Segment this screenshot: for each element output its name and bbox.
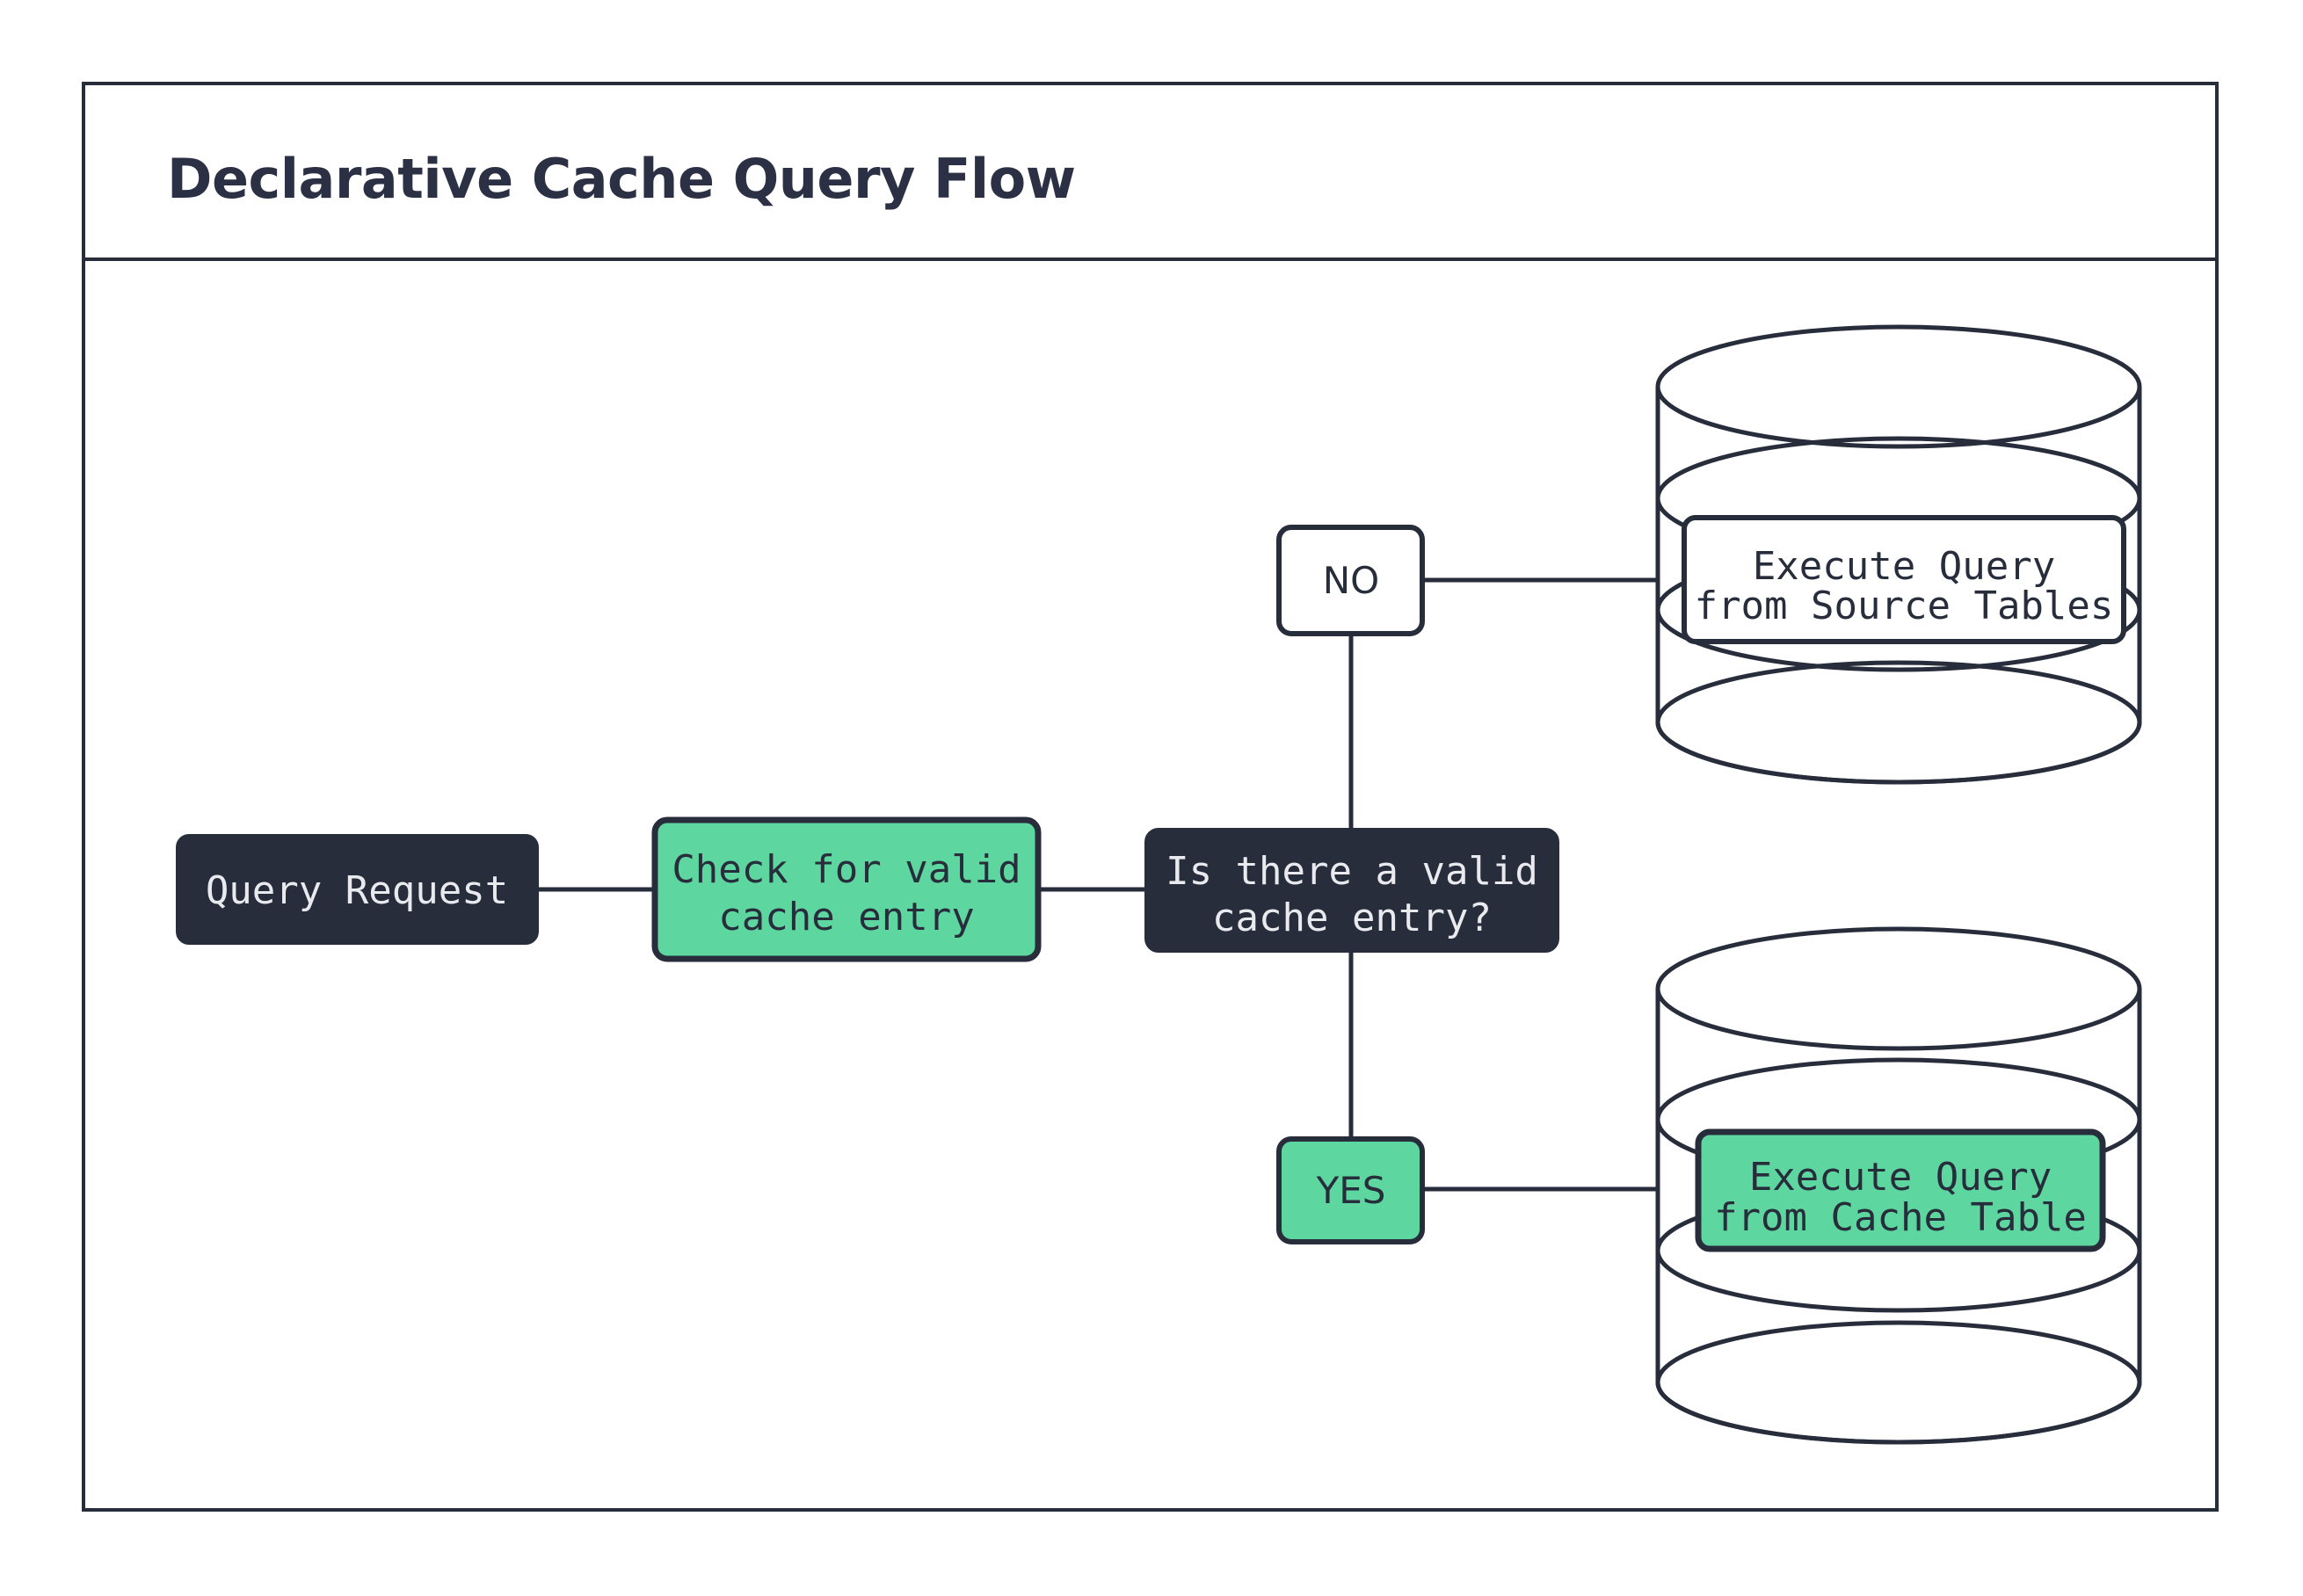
node-decision-valid-cache-box[interactable] <box>1144 828 1559 953</box>
node-execute-query-cache-table-box[interactable] <box>1695 1128 2106 1252</box>
branch-label-yes-text: YES <box>1316 1169 1386 1212</box>
node-execute-source-label-line2: from Source Tables <box>1695 584 2114 628</box>
node-check-cache-entry-label-line1: Check for valid <box>672 847 1021 892</box>
node-query-request-label: Query Request <box>206 868 508 913</box>
branch-label-no-text: NO <box>1323 559 1379 602</box>
node-execute-cache-label-line1: Execute Query <box>1749 1155 2052 1200</box>
node-execute-source-label-line1: Execute Query <box>1753 544 2055 589</box>
node-execute-query-source-tables-box[interactable] <box>1682 515 2126 644</box>
branch-label-no[interactable]: NO <box>1276 525 1425 636</box>
branch-label-yes[interactable]: YES <box>1276 1136 1425 1244</box>
node-query-request-box[interactable] <box>176 834 539 945</box>
branch-label-yes-box[interactable] <box>1276 1136 1425 1244</box>
node-decision-valid-cache[interactable]: Is there a valid cache entry? <box>1144 828 1559 953</box>
node-decision-label-line2: cache entry? <box>1212 896 1492 940</box>
node-execute-query-source-tables[interactable]: Execute Query from Source Tables <box>1682 515 2126 644</box>
node-check-cache-entry[interactable]: Check for valid cache entry <box>651 816 1042 962</box>
node-decision-label-line1: Is there a valid <box>1166 849 1538 894</box>
node-check-cache-entry-label-line2: cache entry <box>718 895 974 939</box>
diagram-frame <box>82 82 2219 1512</box>
node-execute-cache-label-line2: from Cache Table <box>1714 1195 2087 1240</box>
branch-label-no-box[interactable] <box>1276 525 1425 636</box>
node-query-request[interactable]: Query Request <box>176 834 539 945</box>
node-check-cache-entry-box[interactable] <box>651 816 1042 962</box>
page-title: Declarative Cache Query Flow <box>167 147 1076 211</box>
node-execute-query-cache-table[interactable]: Execute Query from Cache Table <box>1695 1128 2106 1252</box>
